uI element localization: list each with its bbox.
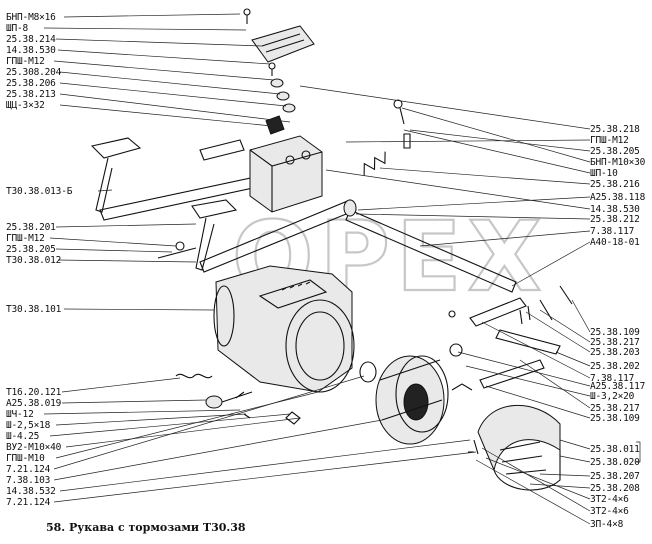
part-label: 25.38.201 bbox=[6, 222, 56, 233]
part-label: ГПШ-М10 bbox=[6, 453, 45, 464]
part-label: 25.38.203 bbox=[590, 347, 640, 358]
labels-right: 25.38.218 ГПШ-М12 25.38.205 БНП-М10×30 Ш… bbox=[590, 124, 646, 530]
part-label: БНП-М8×16 bbox=[6, 12, 56, 23]
part-label: Т30.38.013-Б bbox=[6, 186, 73, 197]
labels-left: БНП-М8×16 ШП-8 25.38.214 14.38.530 ГПШ-М… bbox=[6, 12, 73, 508]
part-label: 14.38.532 bbox=[6, 486, 56, 497]
part-label: 25.38.218 bbox=[590, 124, 640, 135]
part-label: 3Т2-4×6 bbox=[590, 494, 629, 505]
part-label: ЩЦ-3×32 bbox=[6, 100, 45, 111]
part-label: 25.38.207 bbox=[590, 471, 640, 482]
part-label: 7.38.103 bbox=[6, 475, 50, 486]
figure-caption: 58. Рукава с тормозами Т30.38 bbox=[46, 521, 246, 534]
part-label: 7.21.124 bbox=[6, 464, 51, 475]
part-label: ШЧ-12 bbox=[6, 409, 34, 420]
part-label: А25.38.019 bbox=[6, 398, 62, 409]
part-label: Т30.38.101 bbox=[6, 304, 62, 315]
part-label: 14.38.530 bbox=[590, 204, 640, 215]
part-label: 3П-4×8 bbox=[590, 519, 624, 530]
part-label: 7.21.124 bbox=[6, 497, 51, 508]
part-label: 25.38.202 bbox=[590, 361, 640, 372]
part-label: Т30.38.012 bbox=[6, 255, 61, 266]
part-label: 25.38.217 bbox=[590, 337, 640, 348]
part-label: Ш-3,2×20 bbox=[590, 391, 635, 402]
part-label: 25.38.205 bbox=[590, 146, 640, 157]
part-label: ШП-8 bbox=[6, 23, 29, 34]
part-label: 14.38.530 bbox=[6, 45, 56, 56]
part-label: 25.38.206 bbox=[6, 78, 56, 89]
part-label: ГПШ-М12 bbox=[590, 135, 629, 146]
part-label: 7.38.117 bbox=[590, 373, 634, 384]
part-label: 25.38.011 bbox=[590, 444, 640, 455]
part-label: 25.38.217 bbox=[590, 403, 640, 414]
top-cover-part bbox=[251, 25, 315, 63]
leader-lines-left bbox=[43, 13, 477, 503]
part-label: 25.38.214 bbox=[6, 34, 56, 45]
part-label: Ш-2,5×18 bbox=[6, 420, 51, 431]
part-label: 25.38.208 bbox=[590, 483, 640, 494]
part-label: 25.38.213 bbox=[6, 89, 56, 100]
part-label: 25.38.205 bbox=[6, 244, 56, 255]
part-label: 25.38.109 bbox=[590, 413, 640, 424]
part-label: Т16.20.121 bbox=[6, 387, 62, 398]
part-label: А25.38.117 bbox=[590, 381, 645, 392]
part-label: 25.38.020 bbox=[590, 457, 640, 468]
housing-part bbox=[215, 265, 353, 393]
assembly-drawing bbox=[90, 8, 573, 491]
part-label: 25.38.212 bbox=[590, 214, 640, 225]
part-label: 25.38.216 bbox=[590, 179, 640, 190]
part-label: 3Т2-4×6 bbox=[590, 506, 629, 517]
part-label: ШП-10 bbox=[590, 168, 618, 179]
part-label: 25.308.204 bbox=[6, 67, 62, 78]
part-label: ГПШ-М12 bbox=[6, 233, 45, 244]
part-label: А40-18-01 bbox=[590, 237, 640, 248]
part-label: ВУ2-М10×40 bbox=[6, 442, 62, 453]
part-label: 25.38.109 bbox=[590, 327, 640, 338]
part-label: Ш-4.25 bbox=[6, 431, 39, 442]
part-label: БНП-М10×30 bbox=[590, 157, 646, 168]
part-label: 7.38.117 bbox=[590, 226, 634, 237]
leader-lines-right bbox=[299, 85, 641, 525]
part-label: А25.38.118 bbox=[590, 192, 646, 203]
part-label: ГПШ-М12 bbox=[6, 56, 45, 67]
brake-band-part bbox=[477, 404, 561, 472]
